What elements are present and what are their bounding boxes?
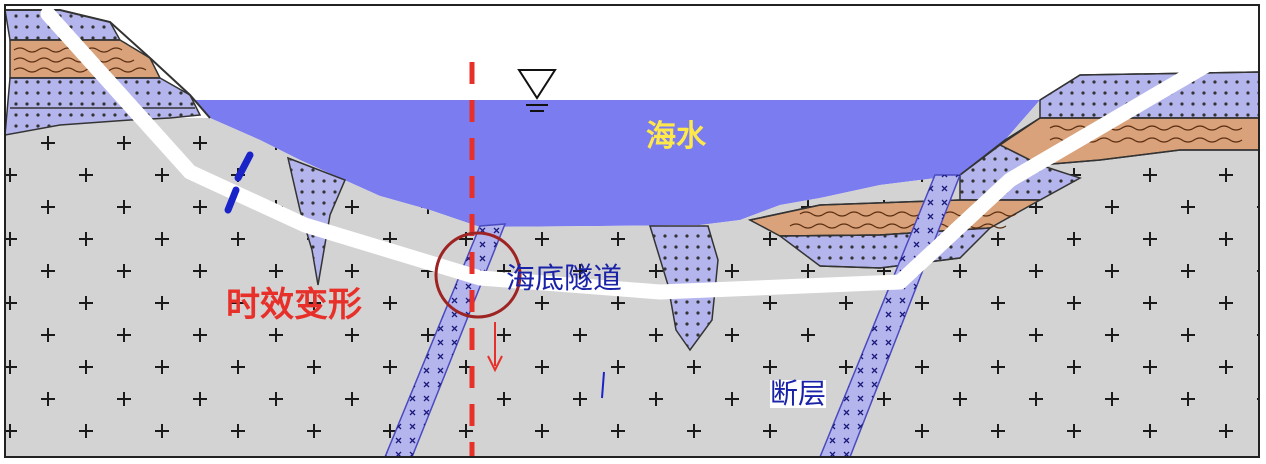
seawater-body xyxy=(195,100,1040,227)
crack-mark xyxy=(224,151,254,214)
subsea-tunnel xyxy=(40,6,1213,300)
subsea-tunnel-label: 海底隧道 xyxy=(506,261,623,295)
fault-label: 断层 xyxy=(770,377,827,410)
water-level-triangle-icon xyxy=(517,69,557,112)
small-crack-mark xyxy=(601,371,605,399)
figure-frame xyxy=(4,4,1260,458)
seawater-label: 海水 xyxy=(646,119,706,154)
time-deformation-label: 时效变形 xyxy=(226,285,362,325)
down-arrow-icon xyxy=(487,322,503,373)
deformation-zone-circle xyxy=(434,231,522,319)
